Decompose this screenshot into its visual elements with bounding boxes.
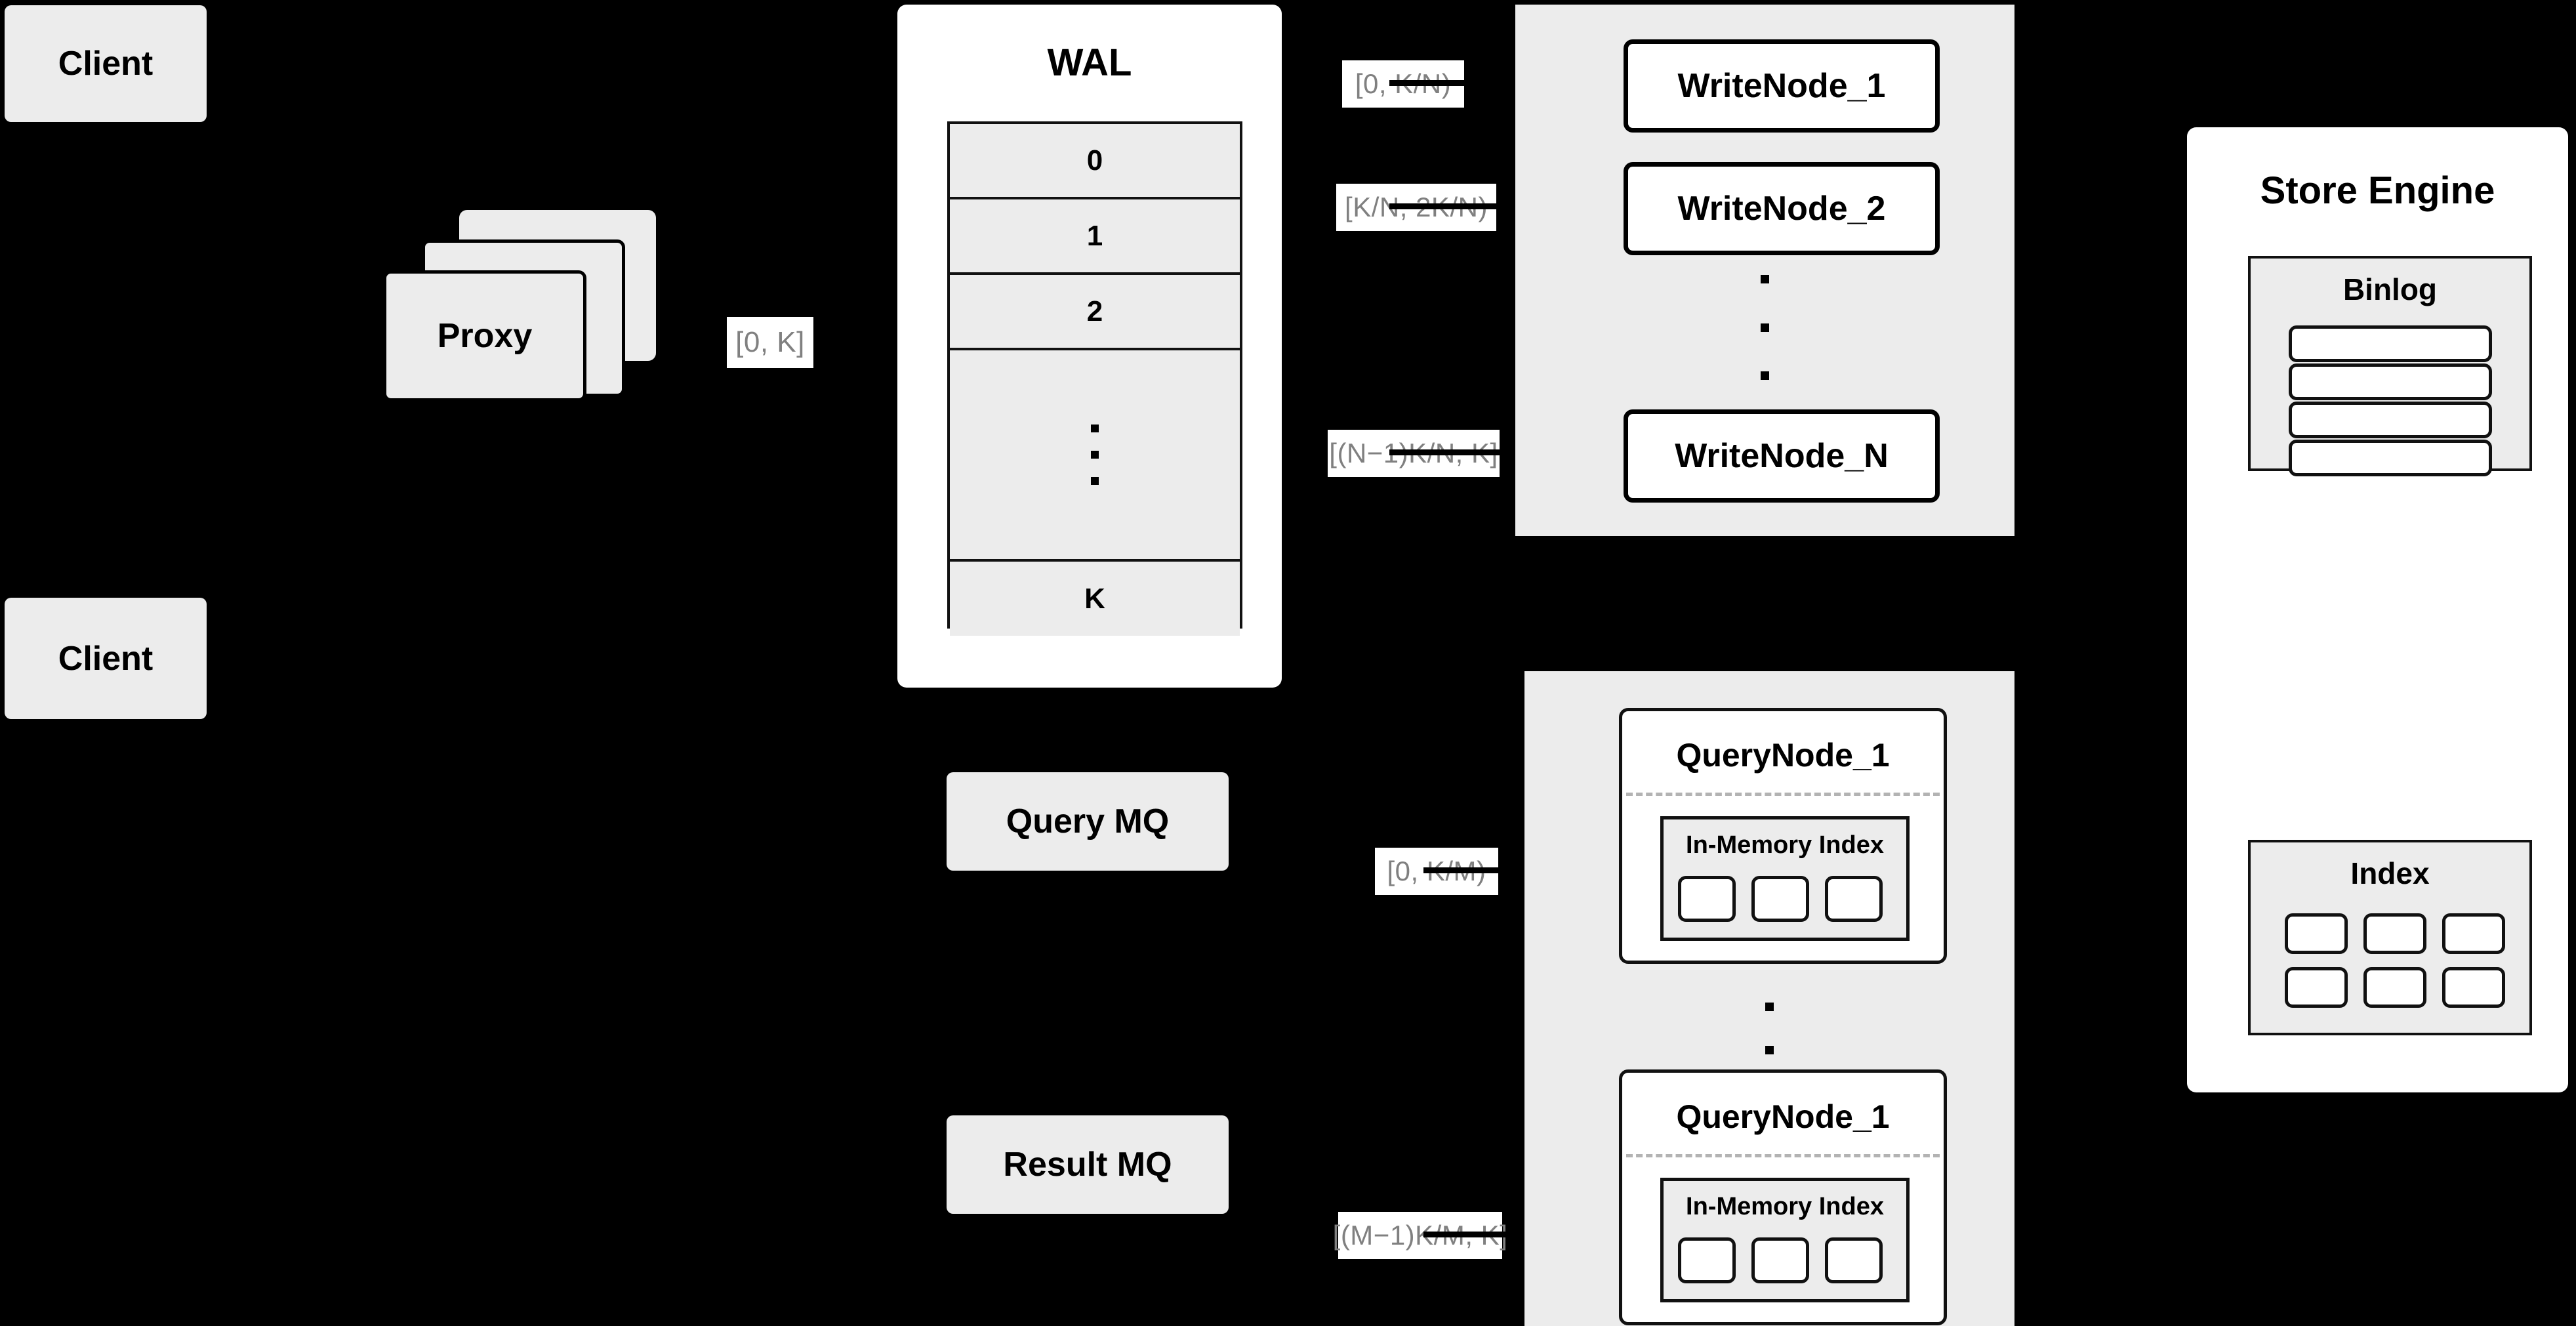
wal-row: 1: [950, 199, 1240, 275]
wal-entry-table: 0 1 2 K: [947, 121, 1242, 636]
arrow-line-write-n: [1389, 449, 1593, 455]
client-node-1-label: Client: [58, 45, 153, 83]
wal-row-ellipsis: [950, 350, 1240, 562]
index-segment: [1678, 1237, 1736, 1283]
write-node-n-label: WriteNode_N: [1675, 437, 1889, 475]
query-node-m-title: QueryNode_1: [1676, 1098, 1890, 1135]
index-cell: [2285, 913, 2348, 954]
binlog-row: [2289, 402, 2492, 438]
binlog-row: [2289, 440, 2492, 476]
query-node-1-title: QueryNode_1: [1676, 737, 1890, 774]
index-segment: [1751, 876, 1809, 922]
arrow-line-query-1: [1423, 867, 1614, 873]
index-cell: [2442, 967, 2505, 1008]
query-node-m[interactable]: QueryNode_1 In-Memory Index: [1619, 1069, 1947, 1325]
arrow-line-binlog: [2152, 389, 2204, 394]
arrow-line-write-1: [1389, 80, 1593, 86]
index-segment: [1751, 1237, 1809, 1283]
result-mq-node[interactable]: Result MQ: [947, 1115, 1229, 1214]
index-segment: [1678, 876, 1736, 922]
proxy-stack[interactable]: Proxy: [380, 210, 669, 433]
store-engine-panel: Store Engine Binlog Index: [2187, 127, 2568, 1092]
index-cell: [2363, 967, 2426, 1008]
query-node-1-index-title: In-Memory Index: [1686, 831, 1884, 859]
client-node-2-label: Client: [58, 639, 153, 678]
index-panel: Index: [2248, 840, 2532, 1035]
query-node-m-index-title: In-Memory Index: [1686, 1193, 1884, 1220]
proxy-node-label: Proxy: [437, 317, 533, 355]
wal-row: K: [950, 562, 1240, 636]
arrow-line-write-2: [1389, 203, 1593, 209]
wal-title: WAL: [1047, 41, 1132, 84]
query-node-cluster: QueryNode_1 In-Memory Index QueryNode_1 …: [1524, 671, 2014, 1326]
index-title: Index: [2350, 856, 2430, 890]
write-node-2-label: WriteNode_2: [1677, 190, 1886, 228]
wal-row-label: 2: [1086, 295, 1103, 327]
index-cell: [2363, 913, 2426, 954]
write-node-ellipsis: [1515, 275, 2014, 380]
binlog-title: Binlog: [2342, 272, 2438, 306]
write-node-1[interactable]: WriteNode_1: [1624, 39, 1940, 133]
query-node-m-separator: [1626, 1154, 1940, 1157]
binlog-row: [2289, 363, 2492, 400]
write-node-n[interactable]: WriteNode_N: [1624, 409, 1940, 503]
wal-row-label: 1: [1086, 219, 1103, 252]
query-node-1-in-memory-index: In-Memory Index: [1660, 816, 1910, 941]
query-mq-label: Query MQ: [1006, 802, 1170, 840]
wal-row: 2: [950, 275, 1240, 350]
index-cell: [2285, 967, 2348, 1008]
write-node-cluster: WriteNode_1 WriteNode_2 WriteNode_N: [1515, 5, 2014, 536]
client-node-2[interactable]: Client: [5, 598, 207, 719]
binlog-panel: Binlog: [2248, 256, 2532, 476]
index-segment: [1825, 876, 1883, 922]
wal-row-label: K: [1084, 582, 1105, 615]
query-node-m-in-memory-index: In-Memory Index: [1660, 1178, 1910, 1302]
wal-row: 0: [950, 124, 1240, 199]
client-node-1[interactable]: Client: [5, 5, 207, 122]
wal-row-label: 0: [1086, 144, 1103, 176]
write-node-1-label: WriteNode_1: [1677, 67, 1886, 105]
arrow-line-index: [2152, 947, 2204, 952]
proxy-node[interactable]: Proxy: [383, 270, 586, 402]
result-mq-label: Result MQ: [1003, 1146, 1172, 1184]
index-segment: [1825, 1237, 1883, 1283]
query-node-1-separator: [1626, 793, 1940, 796]
query-mq-node[interactable]: Query MQ: [947, 772, 1229, 871]
range-label-query-m: [(M−1)K/M, K]: [1333, 1212, 1507, 1259]
store-engine-title: Store Engine: [2260, 169, 2495, 212]
wal-panel: WAL 0 1 2 K: [897, 5, 1282, 688]
arrow-line-query-m: [1423, 1232, 1614, 1237]
query-node-1[interactable]: QueryNode_1 In-Memory Index: [1619, 708, 1947, 964]
binlog-row: [2289, 325, 2492, 362]
index-cell: [2442, 913, 2505, 954]
write-node-2[interactable]: WriteNode_2: [1624, 162, 1940, 255]
range-label-proxy-to-wal-text: [0, K]: [735, 326, 805, 358]
range-label-proxy-to-wal: [0, K]: [727, 317, 813, 368]
